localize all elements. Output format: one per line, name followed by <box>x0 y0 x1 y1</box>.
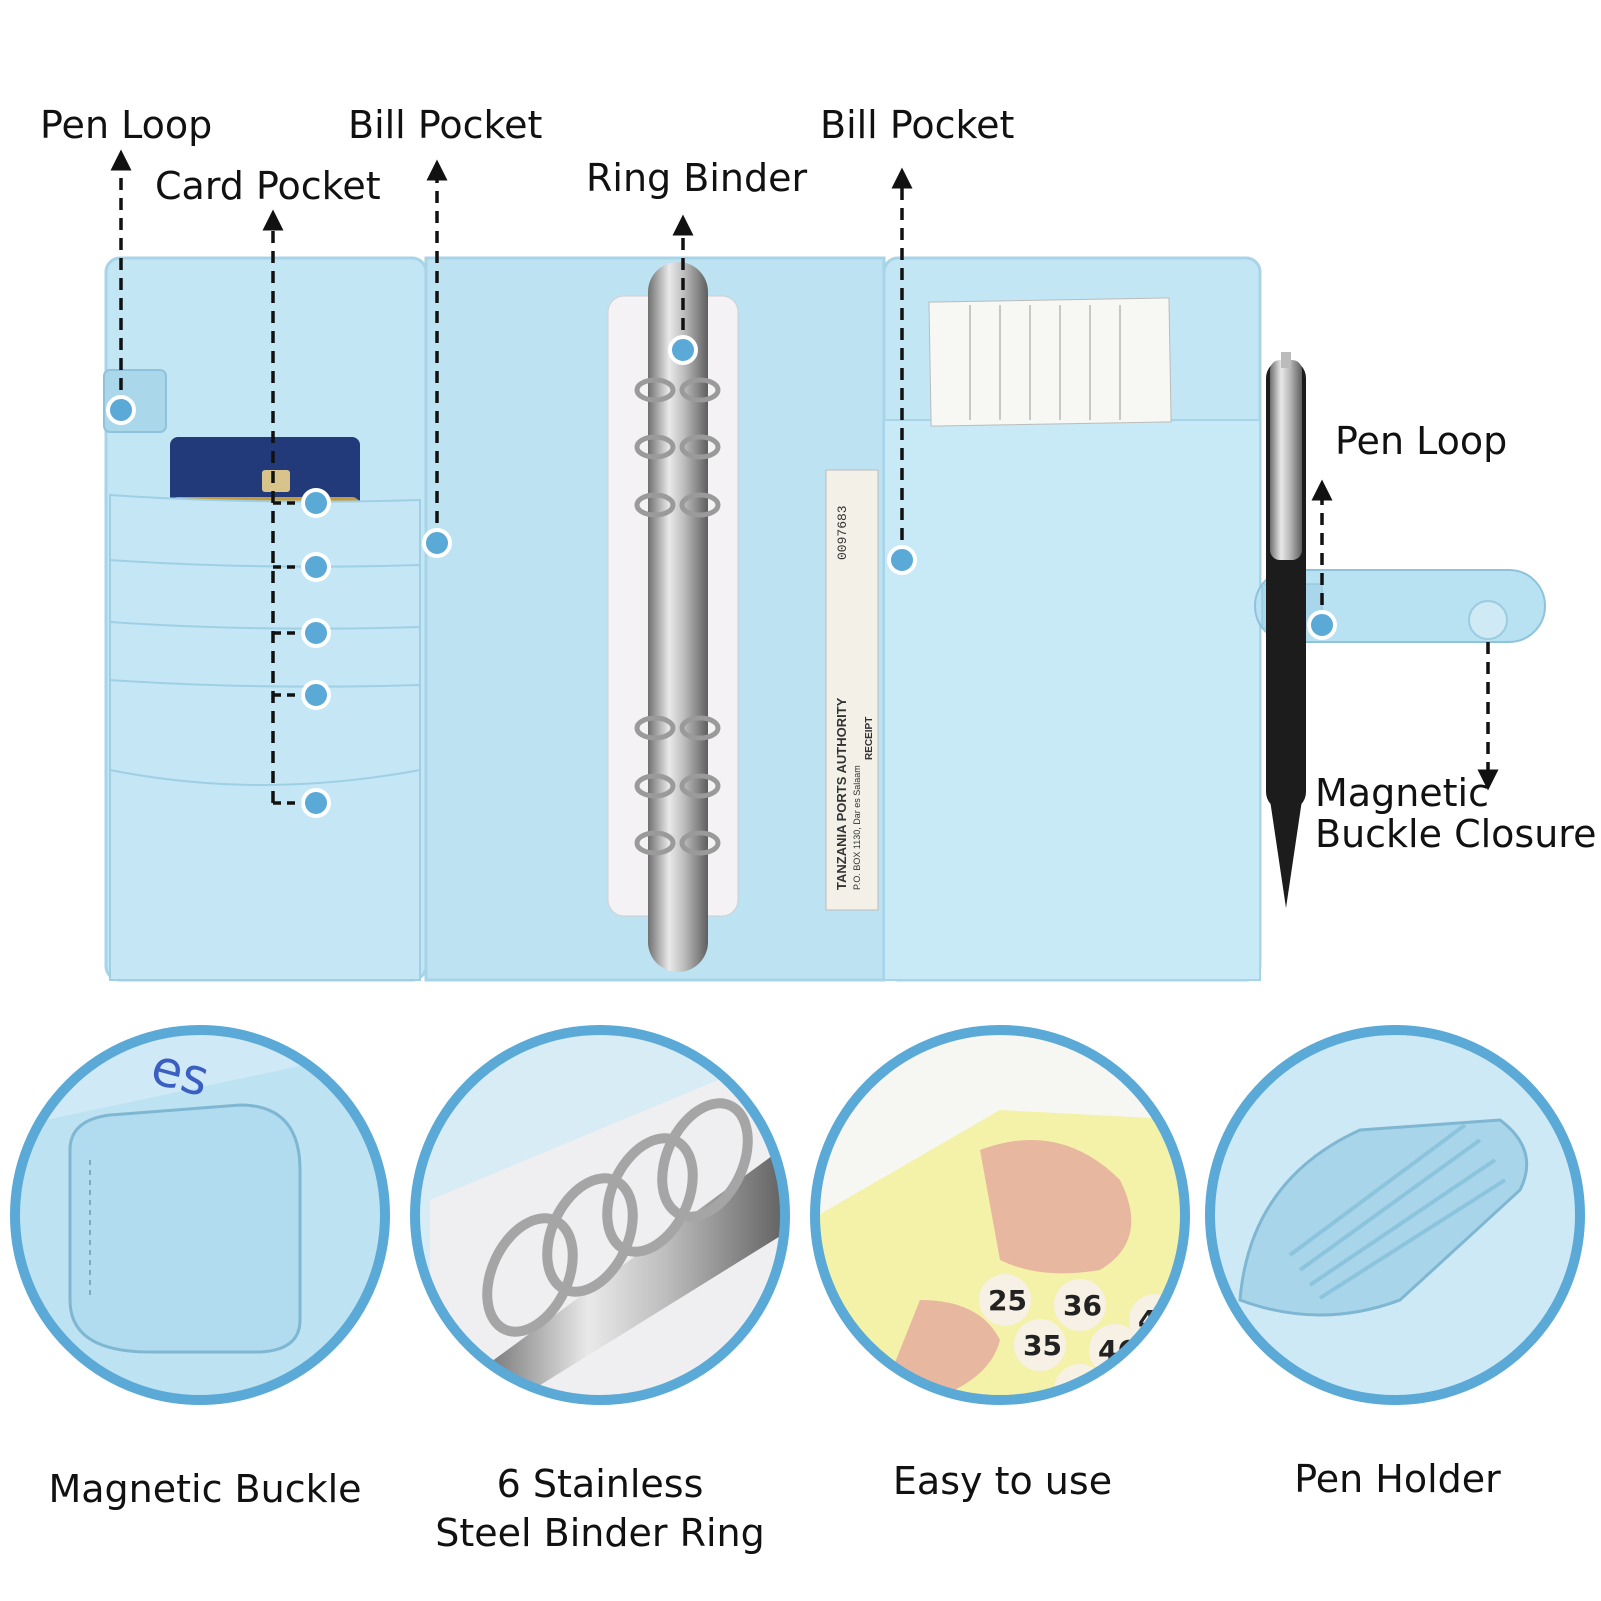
right-bill-pocket <box>883 419 1261 981</box>
detail-pen-holder <box>1205 1025 1585 1405</box>
receipt-title: RECEIPT <box>864 717 875 760</box>
receipt-authority: TANZANIA PORTS AUTHORITY <box>834 697 849 890</box>
callout-dots <box>106 335 1337 818</box>
open-binder: TANZANIA PORTS AUTHORITY P.O. BOX 1130, … <box>103 256 1546 982</box>
detail-binder-ring <box>410 1025 790 1405</box>
svg-text:25: 25 <box>988 1284 1027 1317</box>
callout-lines <box>110 149 1499 805</box>
caption-binder-ring: 6 Stainless Steel Binder Ring <box>435 1462 765 1556</box>
caption-easy-to-use: Easy to use <box>892 1459 1113 1503</box>
detail-easy-to-use: 25 36 35 46 47 45 <box>810 1025 1190 1405</box>
label-card-pocket: Card Pocket <box>155 164 381 208</box>
label-pen-loop-right: Pen Loop <box>1335 419 1508 463</box>
label-pen-loop-left: Pen Loop <box>40 103 213 147</box>
label-magnetic-closure-line2: Buckle Closure <box>1315 812 1597 856</box>
receipt-address: P.O. BOX 1130, Dar es Salaam <box>852 765 862 890</box>
label-bill-pocket-right: Bill Pocket <box>820 103 1015 147</box>
binder-spine <box>648 262 708 972</box>
receipt-slip: TANZANIA PORTS AUTHORITY P.O. BOX 1130, … <box>825 469 879 911</box>
label-ring-binder: Ring Binder <box>586 156 808 200</box>
receipt-number: 0097683 <box>835 505 850 560</box>
magnet-button <box>1468 600 1508 640</box>
label-bill-pocket-left: Bill Pocket <box>348 103 543 147</box>
detail-magnetic-buckle: es <box>10 1025 390 1405</box>
pen <box>1266 352 1306 908</box>
label-magnetic-closure-line1: Magnetic <box>1315 771 1490 815</box>
binder-rings <box>634 377 721 856</box>
svg-text:36: 36 <box>1063 1289 1102 1322</box>
caption-magnetic-buckle: Magnetic Buckle <box>48 1467 362 1511</box>
svg-text:35: 35 <box>1023 1329 1062 1362</box>
bill-paper <box>928 297 1172 427</box>
caption-pen-holder: Pen Holder <box>1294 1457 1501 1501</box>
card-slots <box>109 493 421 981</box>
